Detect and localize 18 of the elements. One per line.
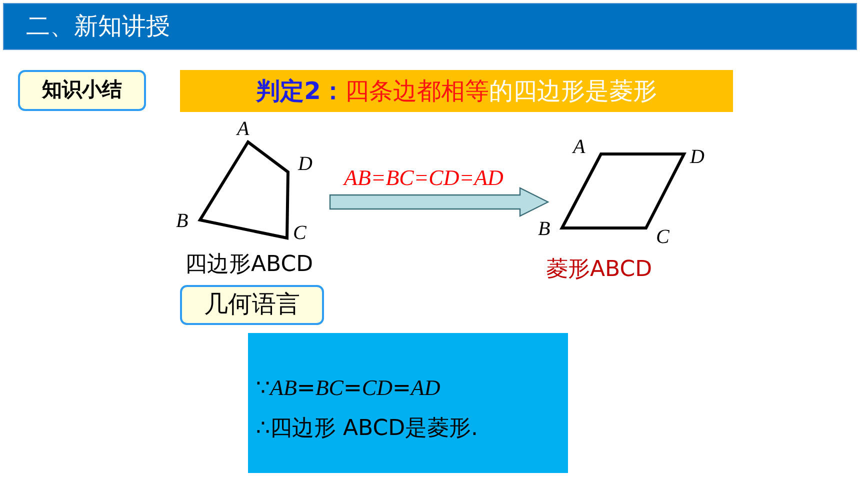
vertex-label: C — [656, 226, 670, 249]
shape-caption: 菱形ABCD — [546, 256, 652, 284]
vertex-label: D — [690, 146, 704, 169]
title-bar: 二、新知讲授 — [3, 3, 857, 50]
theorem-banner: 判定2：四条边都相等的四边形是菱形 — [180, 70, 733, 112]
statement-text: ∴四边形 ABCD是菱形. — [256, 415, 478, 443]
section-tag: 知识小结 — [18, 70, 146, 111]
vertex-label: B — [538, 218, 550, 241]
proof-panel — [248, 333, 568, 473]
section-tag: 几何语言 — [180, 285, 324, 325]
statement-text: ∵AB=BC=CD=AD — [256, 375, 440, 401]
arrow — [329, 187, 550, 217]
vertex-label: C — [293, 222, 306, 245]
vertex-label: A — [573, 136, 586, 159]
vertex-label: D — [298, 153, 312, 176]
vertex-label: B — [176, 210, 188, 233]
shape-caption: 四边形ABCD — [185, 251, 314, 279]
vertex-label: A — [237, 118, 250, 141]
